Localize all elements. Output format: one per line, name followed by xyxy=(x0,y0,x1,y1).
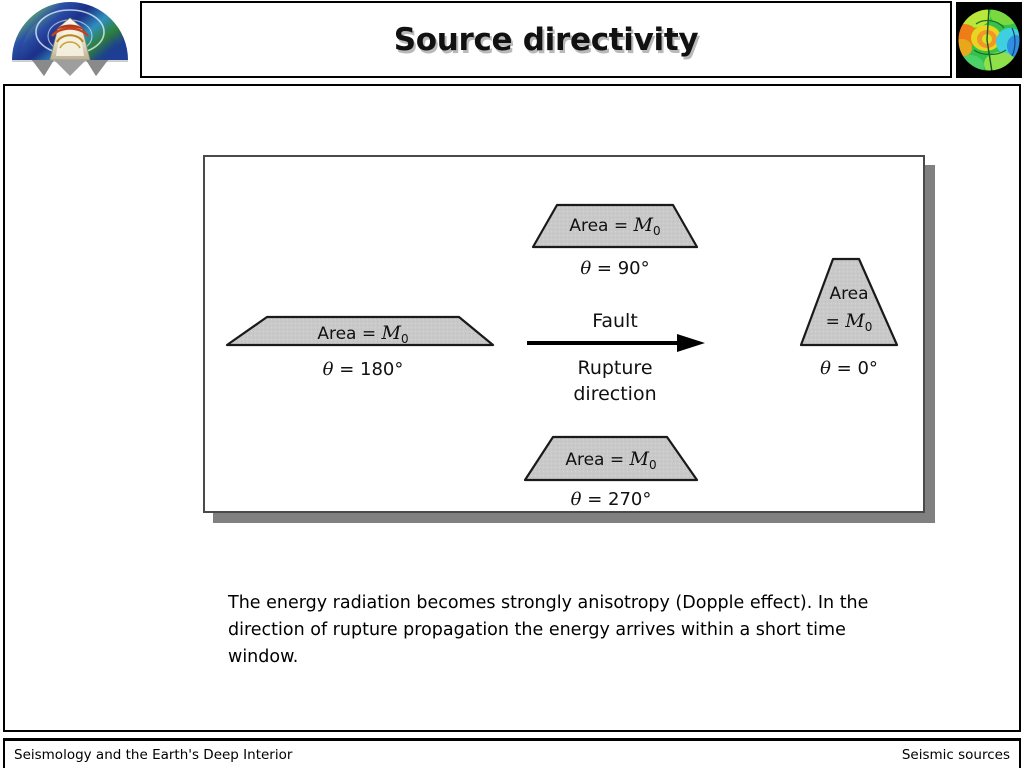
pulse-0-area-label-line2: = xyxy=(826,312,846,332)
pulse-theta-270: Area = M0 θ = 270° xyxy=(523,435,699,510)
earth-fan-logo xyxy=(2,2,138,78)
pulse-90-theta-label: θ = 90° xyxy=(580,258,649,279)
slide-footer: Seismology and the Earth's Deep Interior… xyxy=(3,738,1021,768)
source-directivity-diagram: Area = M0 θ = 90° Area = M0 θ = 180° Fau… xyxy=(203,155,925,513)
rupture-label-line1: Rupture xyxy=(577,357,652,379)
pulse-270-theta-label: θ = 270° xyxy=(571,489,652,510)
svg-text:Area = M0: Area = M0 xyxy=(565,448,656,472)
svg-text:Area = M0: Area = M0 xyxy=(317,322,408,346)
pulse-270-area-label: Area = xyxy=(565,450,629,470)
svg-text:= M0: = M0 xyxy=(826,310,873,334)
footer-course-title: Seismology and the Earth's Deep Interior xyxy=(14,746,293,763)
pulse-theta-0: Area = M0 θ = 0° xyxy=(799,257,899,379)
rupture-label-line2: direction xyxy=(573,383,656,405)
seismic-tomography-globe-icon xyxy=(956,2,1022,78)
footer-section-title: Seismic sources xyxy=(901,746,1010,763)
rightward-arrow-icon xyxy=(527,334,705,352)
pulse-0-area-label-line1: Area xyxy=(829,284,868,304)
page-title: Source directivity xyxy=(393,21,699,58)
pulse-180-area-label: Area = xyxy=(317,324,381,344)
pulse-180-theta-label: θ = 180° xyxy=(323,359,404,380)
svg-text:Area = M0: Area = M0 xyxy=(569,214,660,238)
fault-label: Fault xyxy=(592,310,638,332)
title-box: Source directivity xyxy=(140,1,952,78)
pulse-theta-90: Area = M0 θ = 90° xyxy=(531,203,699,279)
pulse-theta-180: Area = M0 θ = 180° xyxy=(225,315,495,380)
fault-rupture-arrow-group: Fault Rupture direction xyxy=(527,310,705,405)
slide-header: Source directivity xyxy=(0,0,1024,84)
body-paragraph: The energy radiation becomes strongly an… xyxy=(228,593,869,667)
pulse-90-area-label: Area = xyxy=(569,216,633,236)
pulse-0-theta-label: θ = 0° xyxy=(820,358,878,379)
